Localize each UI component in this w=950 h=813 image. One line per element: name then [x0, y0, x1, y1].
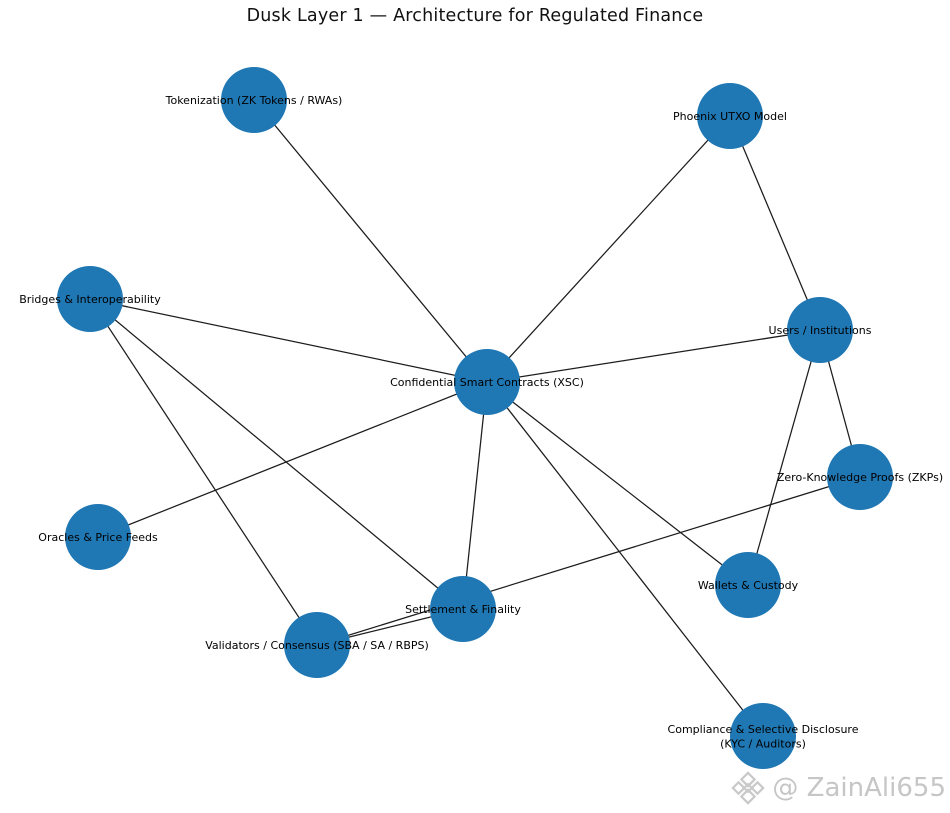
- node-bridges: [57, 266, 123, 332]
- edge-users-wallets: [747, 329, 821, 586]
- node-label-xsc: Confidential Smart Contracts (XSC): [390, 376, 584, 389]
- node-label-oracles: Oracles & Price Feeds: [38, 531, 158, 544]
- node-label-phoenix: Phoenix UTXO Model: [673, 110, 787, 123]
- node-validators: [284, 612, 350, 678]
- edge-xsc-oracles: [97, 381, 488, 538]
- node-label-users: Users / Institutions: [769, 324, 872, 337]
- nodes-layer: [57, 67, 893, 769]
- node-label-compliance: Compliance & Selective Disclosure(KYC / …: [668, 723, 859, 751]
- watermark-text: @ ZainAli655: [772, 773, 946, 803]
- edge-xsc-bridges: [89, 298, 488, 383]
- node-label-tokenization: Tokenization (ZK Tokens / RWAs): [165, 94, 343, 107]
- node-wallets: [715, 552, 781, 618]
- diagram-title: Dusk Layer 1 — Architecture for Regulate…: [246, 6, 704, 26]
- node-label-wallets: Wallets & Custody: [698, 579, 799, 592]
- edge-bridges-settlement: [89, 298, 464, 610]
- edge-xsc-settlement: [462, 381, 488, 610]
- node-compliance: [730, 703, 796, 769]
- node-users: [787, 297, 853, 363]
- node-zkp: [827, 444, 893, 510]
- binance-diamond-icon: [731, 771, 766, 805]
- node-label-validators: Validators / Consensus (SBA / SA / RBPS): [205, 639, 429, 652]
- edge-xsc-wallets: [486, 381, 749, 586]
- node-label-bridges: Bridges & Interoperability: [19, 293, 161, 306]
- edge-xsc-phoenix: [486, 115, 731, 383]
- labels-layer: Tokenization (ZK Tokens / RWAs) Phoenix U…: [19, 94, 943, 751]
- edge-xsc-users: [486, 329, 821, 383]
- edge-phoenix-users: [729, 115, 821, 331]
- edge-validators-zkp: [316, 476, 861, 646]
- node-label-zkp: Zero-Knowledge Proofs (ZKPs): [777, 471, 943, 484]
- node-settlement: [430, 576, 496, 642]
- node-oracles: [65, 504, 131, 570]
- watermark: @ ZainAli655: [731, 771, 946, 805]
- edge-xsc-tokenization: [253, 99, 488, 383]
- node-tokenization: [221, 67, 287, 133]
- node-xsc: [454, 349, 520, 415]
- node-label-settlement: Settlement & Finality: [405, 603, 521, 616]
- edge-xsc-compliance: [486, 381, 764, 737]
- node-phoenix: [697, 83, 763, 149]
- edge-bridges-validators: [89, 298, 318, 646]
